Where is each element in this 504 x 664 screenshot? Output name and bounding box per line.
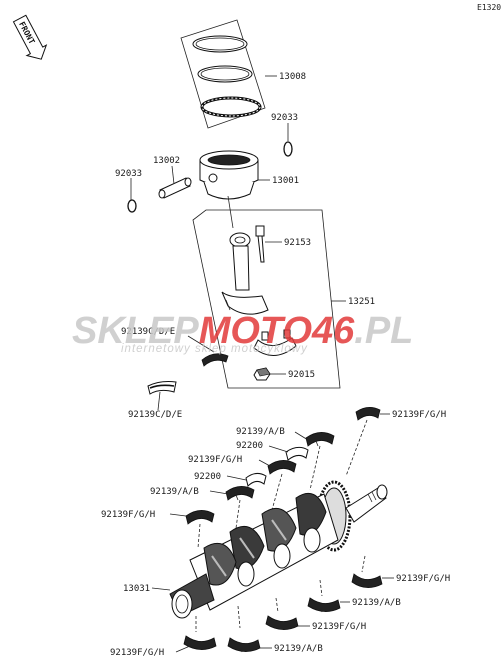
callout-13251[interactable]: 13251 [348, 297, 375, 307]
conrod-frame [192, 209, 341, 389]
piston-rings[interactable] [192, 35, 262, 118]
callout-92139cde-upper[interactable]: 92139C/D/E [121, 327, 175, 337]
thrust-washer-1[interactable] [285, 446, 309, 461]
circlip-left[interactable] [127, 199, 137, 213]
callout-92139ab-upper[interactable]: 92139/A/B [236, 427, 285, 437]
callout-92139fgh-bottom-left[interactable]: 92139F/G/H [110, 648, 164, 658]
callout-92139fgh-lower-mid[interactable]: 92139F/G/H [312, 622, 366, 632]
watermark-brand: SKLEPMOTO46.PL [72, 310, 413, 352]
circlip-right[interactable] [283, 141, 293, 157]
callout-92033-left[interactable]: 92033 [115, 169, 142, 179]
watermark-tagline: internetowy sklep motocyklowy [121, 343, 308, 355]
connecting-rod[interactable] [221, 232, 269, 315]
callout-92139fgh-mid[interactable]: 92139F/G/H [188, 455, 242, 465]
watermark: SKLEPMOTO46.PL internetowy sklep motocyk… [72, 310, 413, 355]
callout-13008[interactable]: 13008 [279, 72, 306, 82]
conrod-nut[interactable] [253, 367, 271, 381]
main-bearing-upper-2[interactable] [305, 432, 335, 447]
thrust-washer-2[interactable] [245, 472, 267, 487]
callout-92033-right[interactable]: 92033 [271, 113, 298, 123]
piston[interactable] [199, 150, 259, 200]
callout-92139fgh-top-right[interactable]: 92139F/G/H [392, 410, 446, 420]
main-bearing-lower-1[interactable] [351, 573, 383, 588]
callout-92200-lower[interactable]: 92200 [194, 472, 221, 482]
ring-set-frame [180, 19, 266, 129]
conrod-bolt[interactable] [255, 225, 265, 263]
callout-92139ab-bottom[interactable]: 92139/A/B [274, 644, 323, 654]
callout-92153[interactable]: 92153 [284, 238, 311, 248]
main-bearing-upper-1[interactable] [355, 407, 381, 421]
main-bearing-lower-4[interactable] [183, 635, 217, 650]
callout-92015[interactable]: 92015 [288, 370, 315, 380]
diagram-code: E1320 [477, 3, 501, 12]
main-bearing-lower-5[interactable] [227, 637, 261, 653]
crankshaft[interactable] [169, 480, 388, 619]
conrod-bearing-lower[interactable] [147, 381, 177, 395]
main-bearing-lower-2[interactable] [307, 597, 341, 613]
conrod-bearing-upper[interactable] [201, 353, 229, 367]
main-bearing-upper-4[interactable] [225, 486, 255, 501]
callout-92139fgh-left[interactable]: 92139F/G/H [101, 510, 155, 520]
callout-92139ab-lower-right[interactable]: 92139/A/B [352, 598, 401, 608]
piston-pin[interactable] [158, 177, 192, 199]
main-bearing-upper-5[interactable] [185, 510, 215, 525]
main-bearing-lower-3[interactable] [265, 615, 299, 630]
callout-13031[interactable]: 13031 [123, 584, 150, 594]
callout-92139cde-lower[interactable]: 92139C/D/E [128, 410, 182, 420]
callout-92139fgh-lower-right[interactable]: 92139F/G/H [396, 574, 450, 584]
callout-92200-upper[interactable]: 92200 [236, 441, 263, 451]
callout-13001[interactable]: 13001 [272, 176, 299, 186]
main-bearing-upper-3[interactable] [267, 460, 297, 475]
front-arrow-icon: FRONT [12, 14, 48, 60]
callout-13002[interactable]: 13002 [153, 156, 180, 166]
callout-92139ab-mid[interactable]: 92139/A/B [150, 487, 199, 497]
conrod-cap[interactable] [253, 329, 297, 356]
